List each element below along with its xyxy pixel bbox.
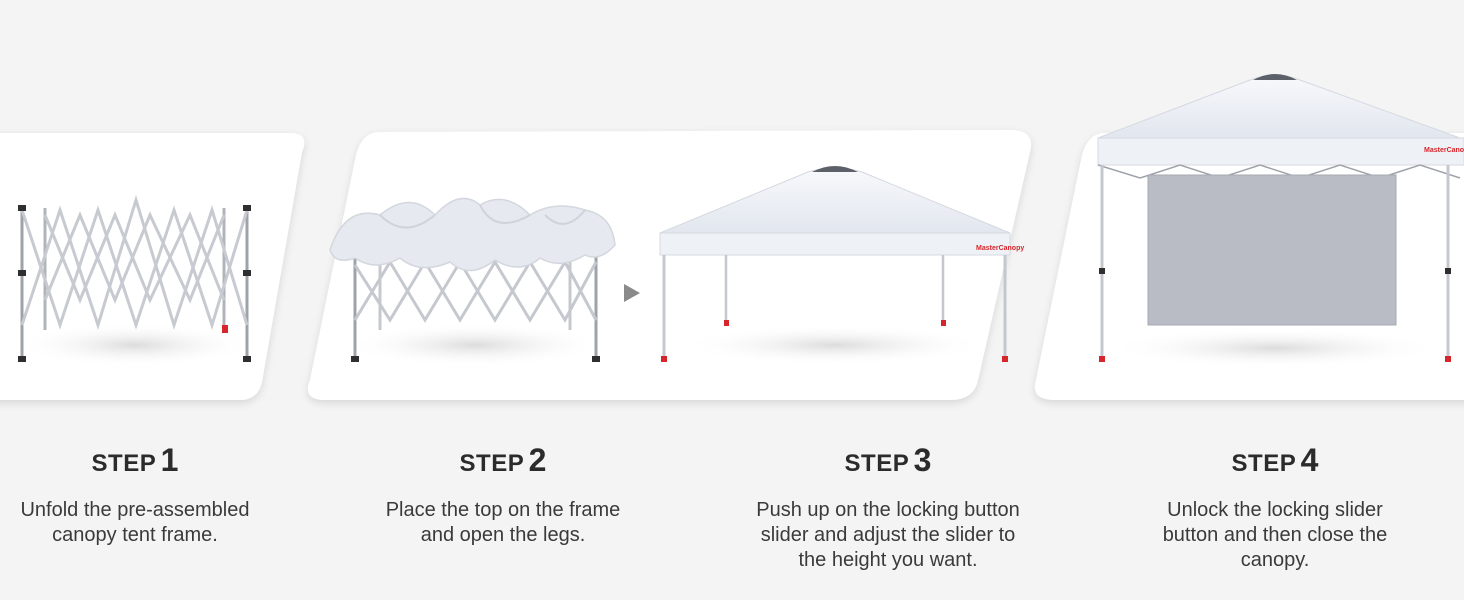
description-line: and open the legs. [420,524,586,546]
step-4-description: Unlock the locking slider button and the… [1125,498,1425,573]
description-line: the height you want. [798,549,978,571]
panel-step-2-3: MasterCanopy [307,130,1032,400]
step-2-caption: STEP 2 Place the top on the frame and op… [353,440,653,548]
step-3-title: STEP 3 [738,440,1038,480]
step-number: 2 [528,442,547,478]
play-triangle-icon [624,284,640,302]
step-1-description: Unfold the pre-assembled canopy tent fra… [0,498,285,548]
step-3-description: Push up on the locking button slider and… [738,498,1038,573]
description-line: slider and adjust the slider to [760,524,1016,546]
step-2-description: Place the top on the frame and open the … [353,498,653,548]
step-3-caption: STEP 3 Push up on the locking button sli… [738,440,1038,573]
canopy-logo: MasterCanopy [1424,147,1464,154]
description-line: Place the top on the frame [385,499,621,521]
description-line: canopy. [1240,549,1310,571]
description-line: Push up on the locking button [756,499,1020,521]
canopy-logo: MasterCanopy [976,245,1024,252]
step-number: 1 [160,442,179,478]
raised-canopy-illustration: MasterCanopy [659,166,1024,362]
step-1-title: STEP 1 [0,440,285,480]
step-word: STEP [91,450,157,477]
step-4-caption: STEP 4 Unlock the locking slider button … [1125,440,1425,573]
step-illustrations: MasterCanopy MasterCanopy [0,74,1464,400]
description-line: Unfold the pre-assembled [20,499,250,521]
step-word: STEP [459,450,525,477]
step-number: 3 [913,442,932,478]
step-2-title: STEP 2 [353,440,653,480]
description-line: canopy tent frame. [52,524,218,546]
panel-step-4: MasterCanopy [1034,74,1464,400]
step-1-caption: STEP 1 Unfold the pre-assembled canopy t… [0,440,285,548]
step-word: STEP [844,450,910,477]
step-number: 4 [1300,442,1319,478]
panel-step-1 [0,133,305,400]
sidewall [1147,174,1397,326]
canopy-with-sidewall-illustration: MasterCanopy [1097,74,1464,362]
step-word: STEP [1231,450,1297,477]
description-line: Unlock the locking slider [1167,499,1383,521]
step-4-title: STEP 4 [1125,440,1425,480]
description-line: button and then close the [1162,524,1388,546]
folded-frame-illustration [20,194,249,362]
illustration-area: MasterCanopy MasterCanopy [0,74,1464,400]
